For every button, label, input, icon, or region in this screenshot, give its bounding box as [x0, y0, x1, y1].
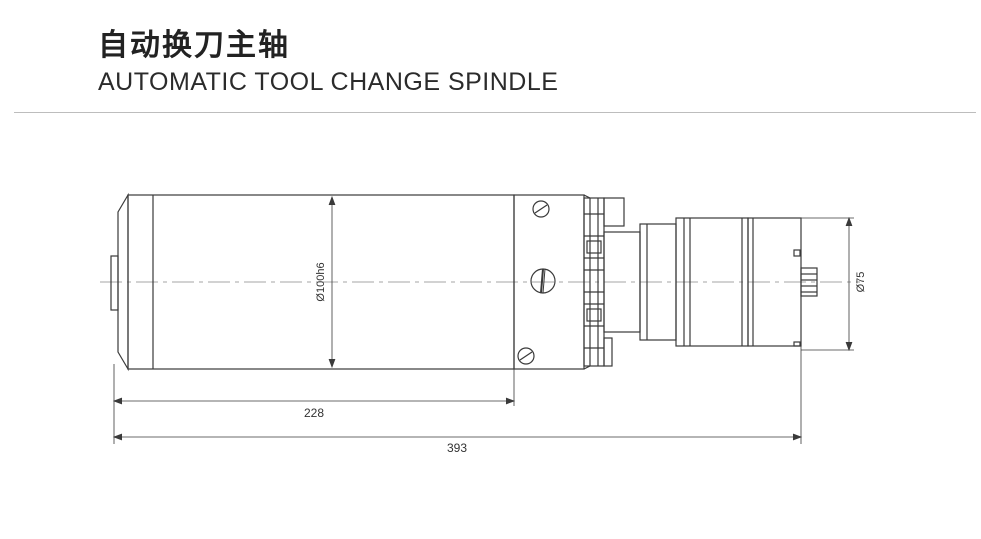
collar: [639, 217, 749, 347]
dim-body-diameter: Ø100h6: [315, 262, 327, 301]
nose-flange: [110, 255, 119, 311]
screw-middle: [530, 268, 556, 294]
dim-body-length: 228: [304, 406, 324, 420]
rear-knob: [800, 267, 818, 297]
fittings-column: [583, 197, 625, 367]
screw-top: [532, 200, 550, 218]
dim-total-length: 393: [447, 441, 467, 455]
dim-rear-diameter: Ø75: [855, 272, 867, 293]
page-subtitle: AUTOMATIC TOOL CHANGE SPINDLE: [98, 68, 559, 96]
screw-bottom: [517, 347, 535, 365]
page-title: 自动换刀主轴: [98, 28, 290, 63]
divider: [14, 112, 976, 113]
